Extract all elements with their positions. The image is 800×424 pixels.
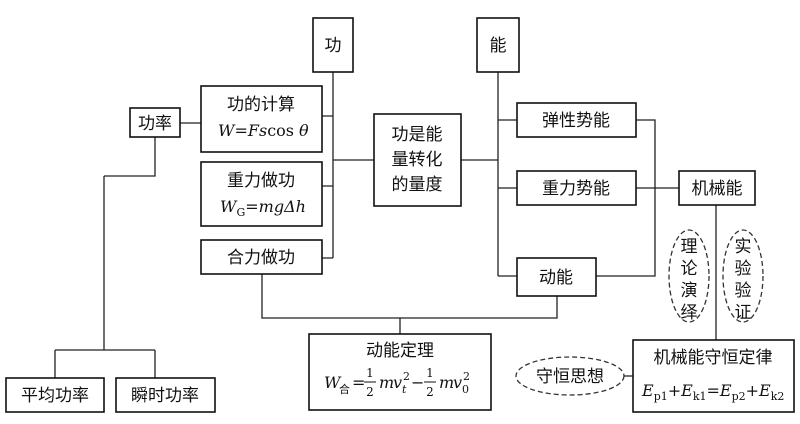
energy-label: 能	[490, 36, 507, 56]
work-energy-line2: 量转化	[392, 150, 443, 170]
svg-text:0: 0	[462, 383, 469, 396]
avg-power-box	[5, 377, 105, 413]
net-work-label: 合力做功	[227, 248, 295, 268]
svg-text:m: m	[439, 373, 454, 392]
inst-power-label: 瞬时功率	[131, 386, 199, 406]
gravity-work-label: 重力做功	[227, 171, 295, 191]
work-label: 功	[325, 36, 342, 56]
mechanical-label: 机械能	[692, 179, 743, 199]
svg-text:1: 1	[426, 366, 434, 380]
svg-text:=: =	[352, 373, 365, 392]
elastic-pe-box	[516, 102, 637, 138]
theory-deduction-ellipse	[668, 229, 710, 323]
elastic-pe-label: 弹性势能	[542, 111, 610, 131]
svg-text:2: 2	[463, 370, 470, 383]
work-calc-label: 功的计算	[227, 95, 295, 115]
work-energy-measure-box	[373, 113, 462, 207]
conservation-law-formula: Ep1+Ek1=Ep2+Ek2	[641, 381, 784, 403]
svg-text:t: t	[402, 383, 407, 396]
svg-text:1: 1	[366, 366, 374, 380]
experiment-char-4: 证	[735, 303, 752, 323]
gravity-pe-label: 重力势能	[542, 179, 610, 199]
conservation-law-box	[632, 339, 795, 413]
experiment-verification-ellipse	[722, 229, 764, 323]
theory-char-3: 演	[681, 281, 698, 301]
theorem-formula: W 合 = 1 2 m v 2 t − 1 2 m v 2 0	[324, 366, 470, 399]
svg-text:合: 合	[339, 382, 350, 396]
svg-text:m: m	[379, 373, 394, 392]
svg-text:2: 2	[366, 385, 374, 399]
mechanical-box	[678, 170, 756, 206]
energy-box	[476, 17, 520, 73]
theory-char-1: 理	[681, 237, 698, 257]
theorem-label: 动能定理	[366, 341, 434, 361]
kinetic-label: 动能	[539, 268, 573, 288]
gravity-work-box	[200, 161, 323, 227]
work-calc-box	[200, 85, 323, 153]
power-box	[129, 107, 181, 138]
gravity-pe-box	[516, 170, 637, 206]
work-energy-line3: 的量度	[392, 175, 443, 195]
kinetic-box	[516, 257, 597, 297]
svg-text:2: 2	[403, 370, 410, 383]
svg-text:v: v	[393, 373, 402, 392]
conservation-idea-label: 守恒思想	[536, 367, 604, 387]
work-box	[312, 17, 354, 73]
experiment-char-3: 验	[735, 281, 752, 301]
conservation-idea-ellipse	[515, 356, 625, 396]
power-label: 功率	[138, 114, 172, 134]
theory-char-4: 绎	[681, 303, 698, 323]
connector-lines	[54, 72, 717, 378]
theory-char-2: 论	[681, 259, 698, 279]
kinetic-energy-theorem-box	[308, 333, 492, 411]
net-work-box	[200, 239, 323, 275]
svg-text:2: 2	[426, 385, 434, 399]
experiment-char-2: 验	[735, 259, 752, 279]
svg-text:v: v	[453, 373, 462, 392]
gravity-work-formula: WG=mgΔh	[220, 197, 306, 219]
conservation-law-label: 机械能守恒定律	[654, 348, 773, 368]
svg-text:−: −	[411, 373, 424, 392]
svg-text:W: W	[324, 373, 342, 392]
experiment-char-1: 实	[735, 237, 752, 257]
avg-power-label: 平均功率	[21, 386, 89, 406]
work-energy-line1: 功是能	[392, 125, 443, 145]
inst-power-box	[115, 377, 216, 413]
